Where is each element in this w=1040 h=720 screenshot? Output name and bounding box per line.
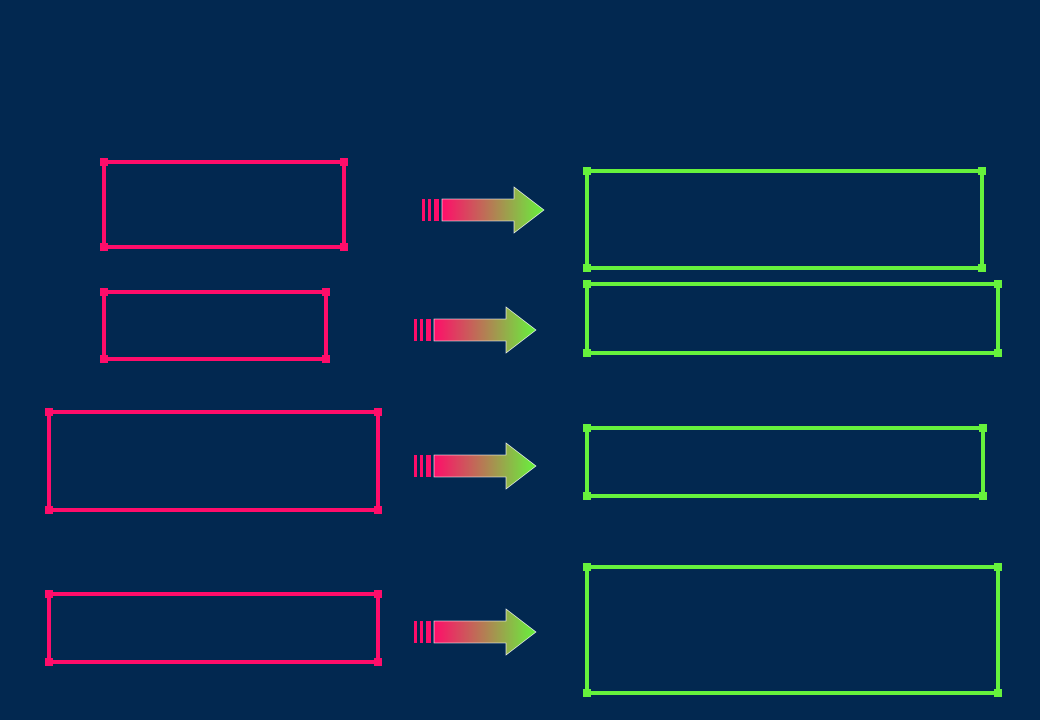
target-box-1 [583,167,986,272]
row-3 [45,408,987,514]
row-4 [45,563,1002,697]
arrow-right-icon [422,186,545,234]
arrow-right-icon [414,442,537,490]
source-box-4 [45,590,382,666]
target-box-2 [583,280,1002,357]
row-2 [100,280,1002,363]
source-box-1 [100,158,348,251]
arrow-right-icon [414,306,537,354]
row-1 [100,158,986,272]
source-box-2 [100,288,330,363]
arrow-right-icon [414,608,537,656]
source-box-3 [45,408,382,514]
target-box-4 [583,563,1002,697]
target-box-3 [583,424,987,500]
